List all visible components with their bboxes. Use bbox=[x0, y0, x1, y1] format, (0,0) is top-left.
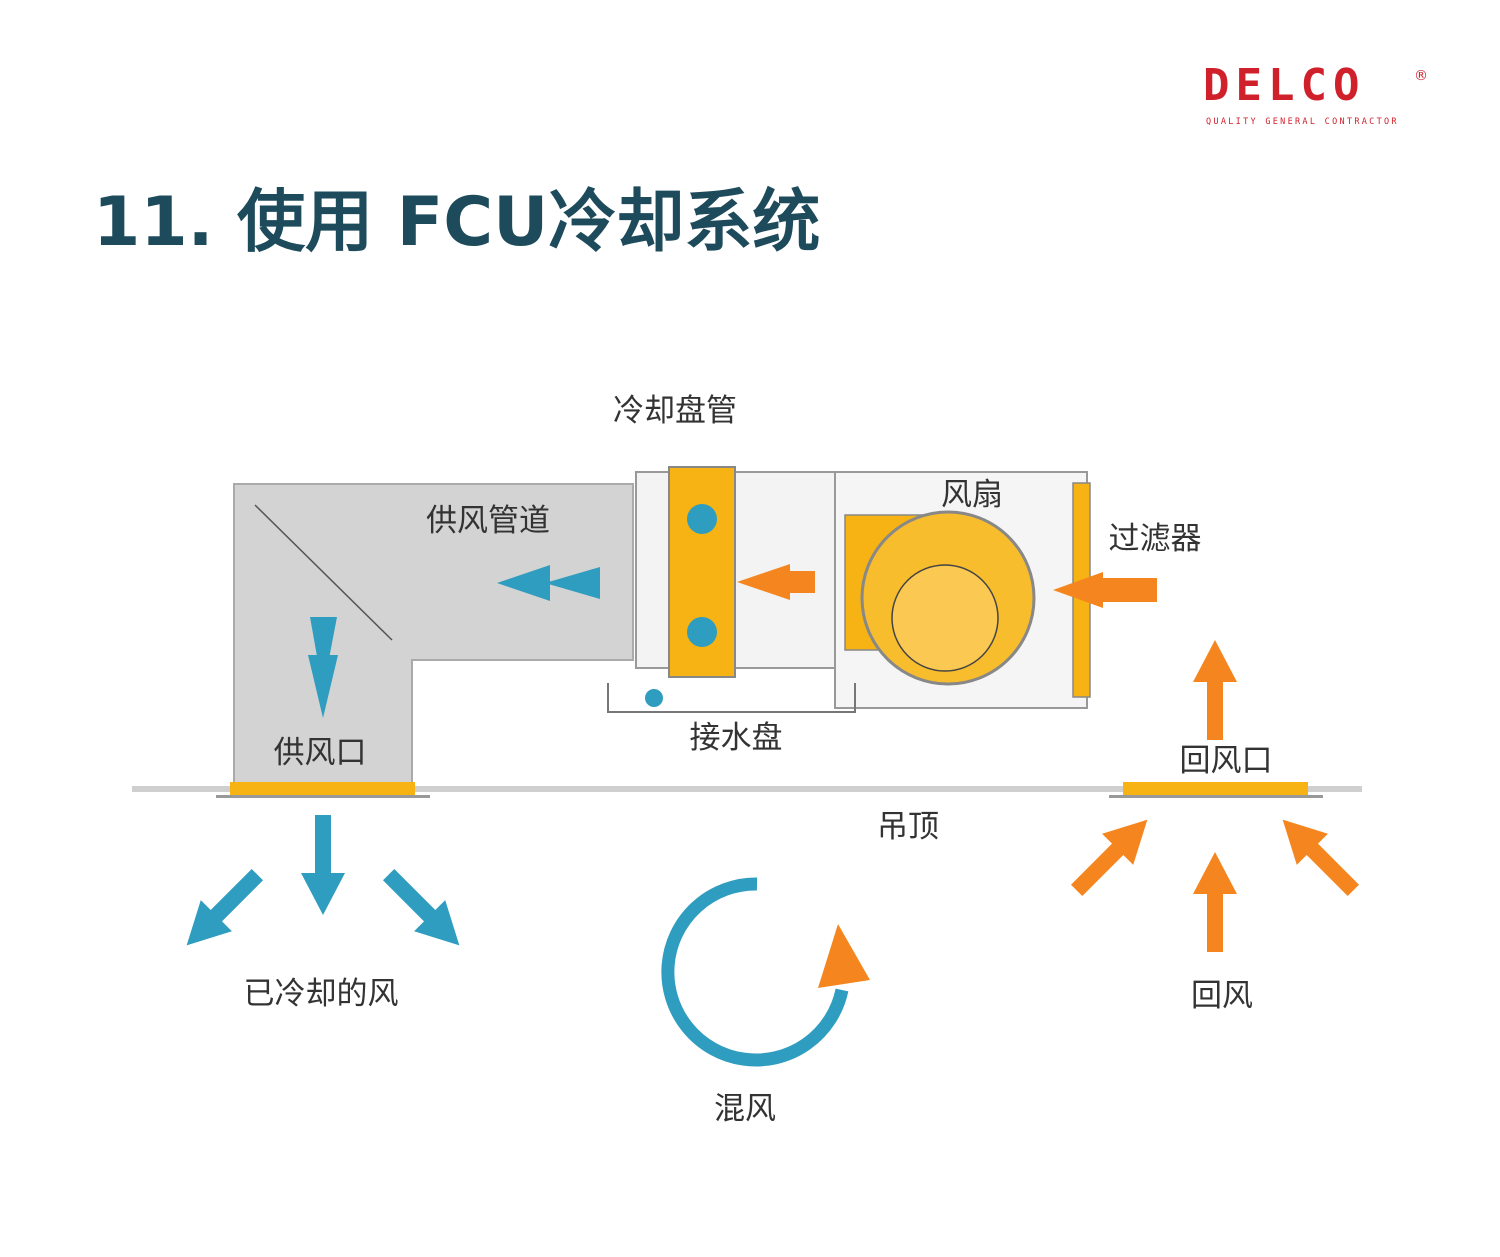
arrow-left-icon bbox=[545, 567, 600, 599]
label-fan: 风扇 bbox=[941, 477, 1003, 513]
label-supply-outlet: 供风口 bbox=[274, 735, 367, 771]
arrow-down-icon bbox=[301, 815, 345, 915]
delco-logo: DELCO ® QUALITY GENERAL CONTRACTOR bbox=[1203, 60, 1428, 127]
arrow-up-icon bbox=[1193, 640, 1237, 740]
fan-impeller bbox=[891, 564, 999, 672]
arrow-up-right-icon bbox=[1061, 804, 1163, 906]
logo-name: DELCO bbox=[1203, 60, 1365, 111]
mixing-arrowhead-icon bbox=[818, 924, 870, 988]
label-mixed-air: 混风 bbox=[714, 1091, 776, 1127]
arrow-left-icon bbox=[497, 565, 550, 601]
logo-registered: ® bbox=[1414, 68, 1428, 84]
ceiling-line bbox=[132, 786, 1362, 792]
label-return-inlet: 回风口 bbox=[1180, 743, 1273, 779]
arrow-shaft bbox=[1100, 578, 1157, 602]
arrow-left-icon bbox=[1053, 572, 1103, 608]
return-grille-base bbox=[1109, 795, 1323, 798]
coil-pipe-icon bbox=[687, 504, 717, 534]
arrow-down-icon bbox=[308, 655, 338, 718]
label-return-air: 回风 bbox=[1191, 978, 1253, 1014]
arrow-down-icon bbox=[310, 617, 337, 690]
arrow-left-icon bbox=[737, 564, 790, 600]
supply-grille-base bbox=[216, 795, 430, 798]
logo-tagline: QUALITY GENERAL CONTRACTOR bbox=[1206, 117, 1399, 127]
label-ceiling: 吊顶 bbox=[877, 809, 939, 845]
label-cooled-air: 已冷却的风 bbox=[244, 976, 399, 1012]
page-title: 11. 使用 FCU冷却系统 bbox=[93, 183, 820, 262]
arrow-up-left-icon bbox=[1267, 804, 1369, 906]
label-filter: 过滤器 bbox=[1109, 521, 1202, 557]
arrow-shaft bbox=[788, 571, 815, 593]
drain-pan bbox=[607, 683, 856, 713]
supply-grille bbox=[230, 782, 415, 795]
label-drain-pan: 接水盘 bbox=[690, 720, 783, 756]
coil-pipe-icon bbox=[687, 617, 717, 647]
label-supply-duct: 供风管道 bbox=[426, 503, 550, 539]
mixing-arc-icon bbox=[661, 877, 849, 1067]
duct-diagonal bbox=[254, 504, 393, 641]
drain-icon bbox=[645, 689, 663, 707]
arrow-down-left-icon bbox=[171, 859, 273, 961]
return-grille bbox=[1123, 782, 1308, 795]
arrow-down-right-icon bbox=[373, 859, 475, 961]
arrow-up-icon bbox=[1193, 852, 1237, 952]
label-cooling-coil: 冷却盘管 bbox=[613, 393, 737, 429]
